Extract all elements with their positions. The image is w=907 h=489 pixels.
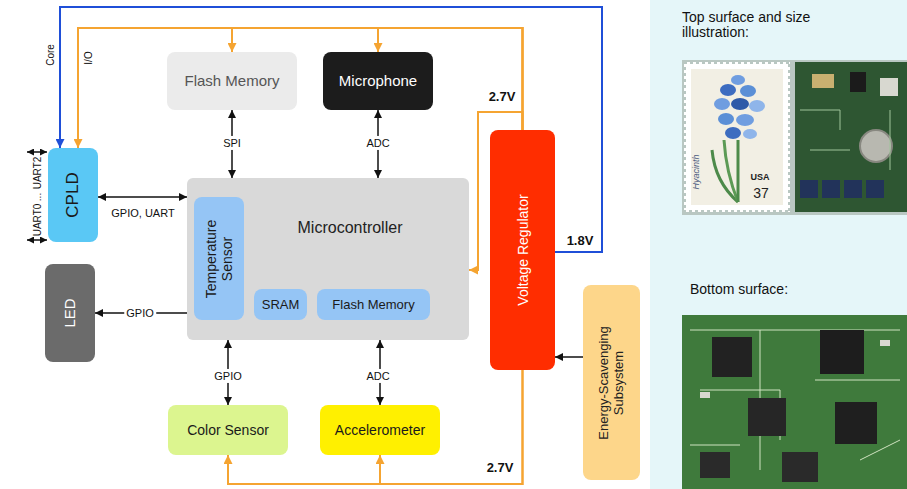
flower-cluster: [714, 75, 765, 139]
sensor-chip: [844, 180, 862, 198]
stamp-perforation: [684, 62, 790, 212]
box-label: CPLD: [63, 172, 83, 217]
signal-label: ADC: [364, 369, 391, 383]
box-label: Energy-Scavenging Subsystem: [597, 292, 627, 473]
memory-box: SRAM: [254, 289, 307, 320]
sensor-chip: [822, 180, 840, 198]
processor-box: Microcontroller Temperature SensorSRAM Fla…: [187, 178, 469, 340]
signal-connector: [377, 110, 379, 178]
circuit-board: [682, 315, 907, 489]
signal-label: ADC: [364, 136, 391, 150]
photo-panel: [650, 0, 907, 489]
voltage-label: 2.7V: [487, 461, 514, 475]
board-trace: [690, 330, 900, 470]
sensor-chip: [866, 180, 884, 198]
flower-shape: [731, 75, 745, 85]
flower-shape: [731, 98, 749, 110]
memory-box: Flash Memory: [167, 52, 297, 110]
box-label: Microcontroller: [298, 219, 403, 237]
chip-shape: [712, 337, 752, 377]
box-label: Microphone: [339, 72, 417, 89]
stamp-text: USA: [750, 173, 769, 183]
signal-label: SPI: [221, 136, 243, 150]
signal-connector: [98, 196, 187, 198]
box-label: Temperature Sensor: [203, 204, 235, 313]
battery-shape: [860, 130, 892, 162]
ellipsis-mark: ...: [32, 193, 43, 201]
power-source-box: Energy-Scavenging Subsystem: [583, 285, 640, 480]
signal-connector: [379, 340, 381, 405]
indicator-box: LED: [45, 264, 95, 362]
sensor-box: Temperature Sensor: [194, 197, 244, 320]
flower-shape: [736, 114, 754, 126]
stamp-paper: [684, 62, 790, 212]
component-shape: [880, 78, 898, 96]
chip-shape: [835, 402, 877, 444]
signal-connector: [555, 356, 583, 358]
flower-shape: [725, 127, 741, 139]
cpld-box: CPLD: [48, 148, 98, 242]
port-name: UART2: [32, 157, 43, 190]
chip-shape: [820, 330, 864, 374]
flower-shape: [714, 98, 730, 110]
signal-connector: [95, 312, 187, 314]
circuit-board: [795, 62, 907, 212]
component-shape: [812, 74, 834, 88]
box-label: Flash Memory: [332, 297, 414, 312]
sensor-box: Color Sensor: [168, 405, 288, 455]
signal-label: GPIO: [124, 306, 156, 320]
box-label: SRAM: [262, 297, 300, 312]
chip-shape: [700, 452, 730, 478]
signal-connector: [231, 110, 233, 178]
signal-label: GPIO, UART: [109, 206, 176, 220]
uart-wire: [27, 151, 47, 153]
uart-wire: [27, 239, 47, 241]
rail-name: I/O: [83, 51, 94, 64]
board-trace: [800, 110, 890, 170]
photo-background: [682, 60, 907, 215]
component-shape: [850, 72, 866, 92]
photo-heading: Bottom surface:: [690, 282, 788, 297]
box-label: Voltage Regulator: [514, 194, 530, 305]
leaf-shape: [724, 140, 738, 202]
rail-name: Core: [45, 44, 56, 66]
flower-shape: [720, 84, 736, 96]
stem-shape: [737, 140, 740, 202]
stamp-value: 37: [753, 186, 769, 201]
flower-shape: [740, 85, 756, 97]
signal-connector: [227, 340, 229, 405]
sensor-box: Accelerometer: [320, 405, 440, 455]
chip-shape: [748, 398, 786, 436]
signal-label: GPIO: [212, 369, 244, 383]
flower-shape: [749, 100, 765, 112]
power-connector: [78, 28, 523, 148]
component-shape: [880, 340, 890, 346]
sensor-box: Microphone: [323, 52, 433, 110]
component-shape: [700, 392, 710, 398]
box-label: Color Sensor: [187, 422, 269, 438]
flower-shape: [718, 113, 734, 125]
regulator-box: Voltage Regulator: [490, 130, 555, 370]
chip-shape: [782, 452, 818, 482]
port-name: UART0: [32, 204, 43, 237]
memory-box: Flash Memory: [317, 289, 430, 320]
stamp-text: Hyacinth: [692, 154, 702, 189]
box-label: LED: [61, 298, 78, 327]
photo-heading: Top surface and size illustration:: [682, 10, 862, 41]
voltage-label: 2.7V: [489, 90, 516, 104]
sensor-chip: [800, 180, 818, 198]
stamp-picture: [691, 69, 783, 205]
flower-shape: [743, 129, 757, 139]
voltage-label: 1.8V: [567, 234, 594, 248]
box-label: Flash Memory: [184, 72, 279, 89]
box-label: Accelerometer: [335, 422, 425, 438]
